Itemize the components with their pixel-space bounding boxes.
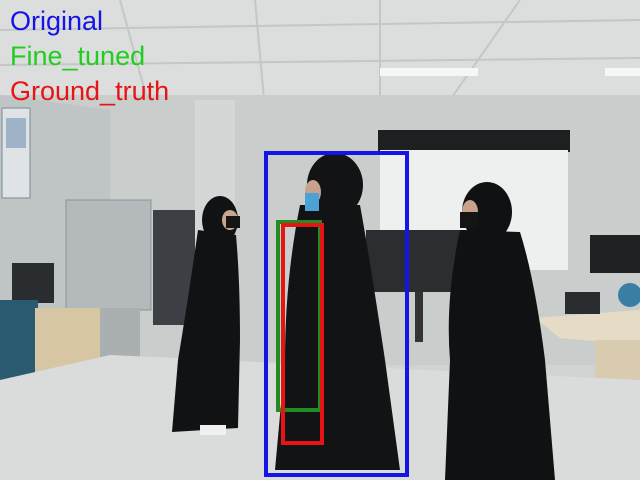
bounding-box-original <box>264 151 409 477</box>
monitor <box>590 235 640 273</box>
person-middle <box>275 153 400 470</box>
person-right <box>445 182 555 480</box>
cabinet-base <box>100 308 140 363</box>
ceiling <box>0 0 640 110</box>
metal-cabinet <box>65 199 152 311</box>
office-chair <box>565 292 600 314</box>
ceiling-light <box>380 68 478 76</box>
projector-screen-top <box>378 130 570 152</box>
ceiling-light <box>605 68 640 76</box>
ceiling-grid <box>0 0 640 111</box>
legend-fine-tuned-label: Fine_tuned <box>10 41 146 71</box>
left-monitor <box>12 263 54 303</box>
bounding-box-ground-truth <box>281 223 324 445</box>
legend-ground-truth-label: Ground_truth <box>10 76 170 106</box>
legend-original-label: Original <box>10 6 104 36</box>
blue-chair <box>618 283 640 307</box>
right-desk-top <box>535 310 640 345</box>
person-left <box>172 196 240 435</box>
tv-stand <box>415 292 423 342</box>
